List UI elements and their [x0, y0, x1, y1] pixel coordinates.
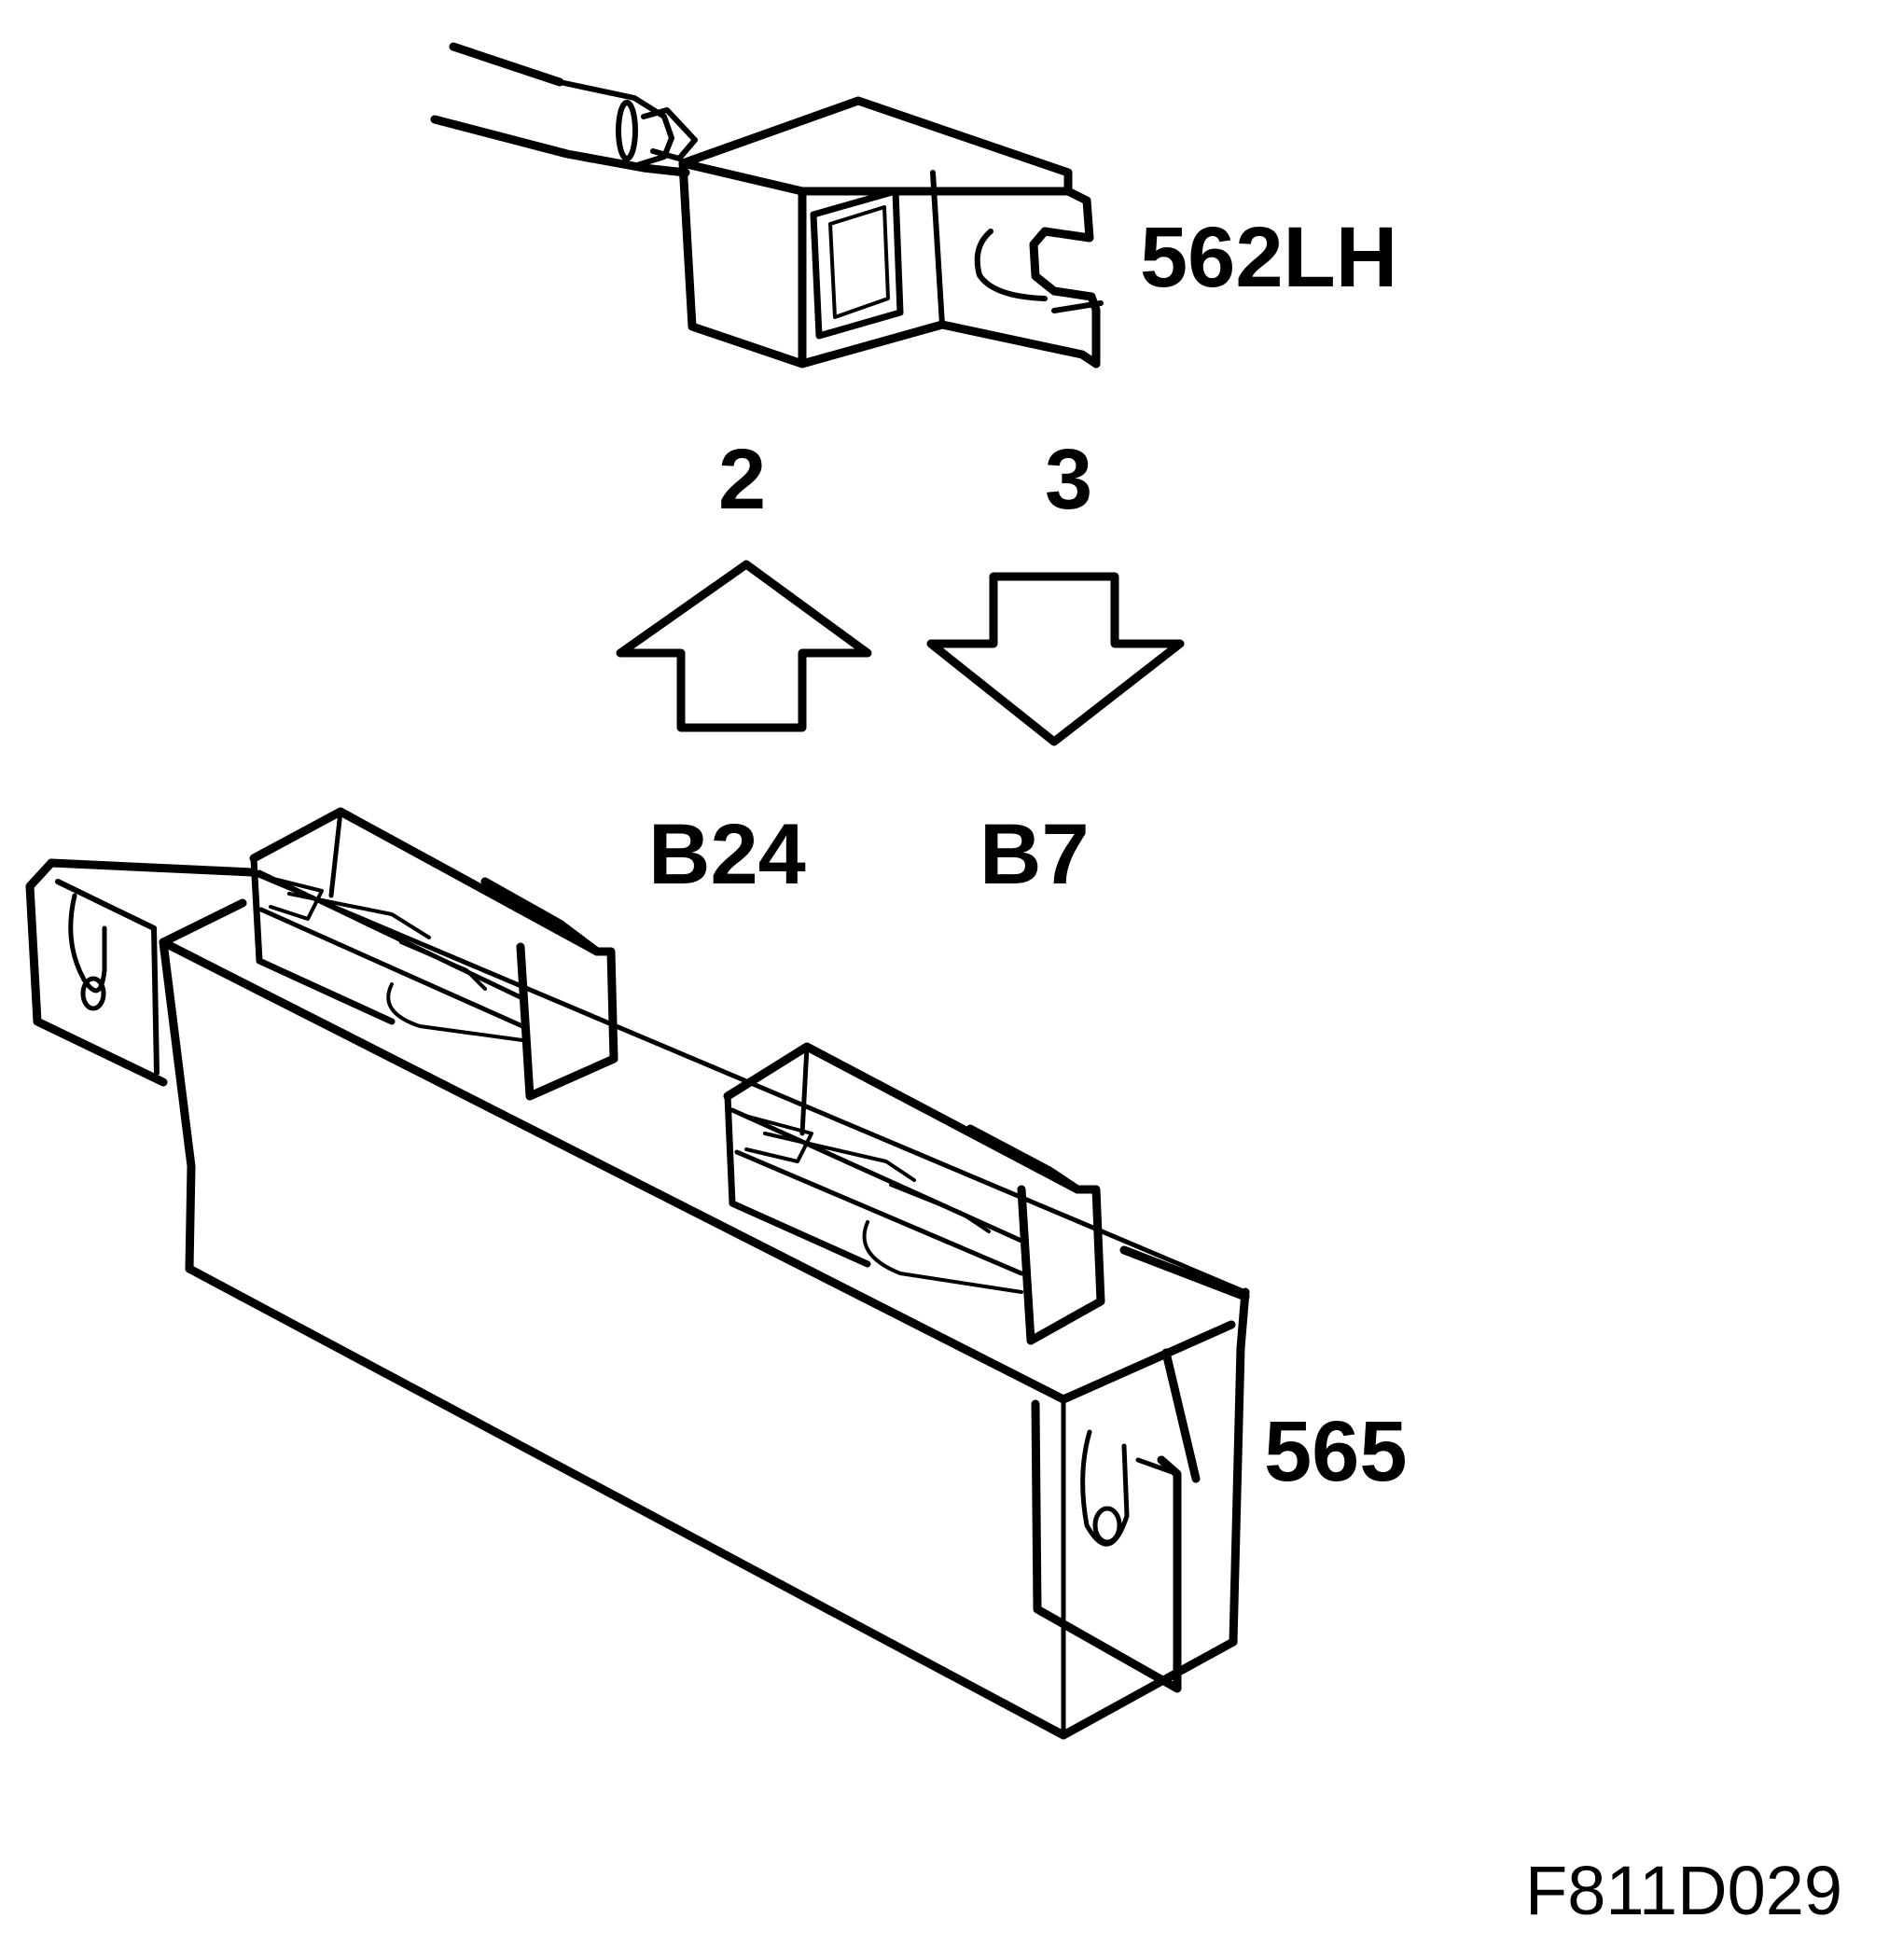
figure-id: F811D029: [1525, 1852, 1843, 1929]
module-label: 565: [1264, 1404, 1408, 1499]
module-565: [25, 858, 1250, 1740]
pin-label-right: 3: [1045, 432, 1093, 527]
cable: [449, 42, 564, 87]
terminal-label-right: B7: [979, 807, 1090, 902]
plug-b24: [249, 807, 618, 1101]
terminal-label-left: B24: [648, 807, 806, 902]
arrow-up-icon: [616, 560, 872, 732]
plug-b7: [723, 1042, 1105, 1345]
connector-562lh: [430, 42, 1104, 368]
arrow-down-icon: [926, 572, 1185, 746]
connector-label: 562LH: [1140, 210, 1398, 305]
pin-label-left: 2: [718, 432, 767, 527]
